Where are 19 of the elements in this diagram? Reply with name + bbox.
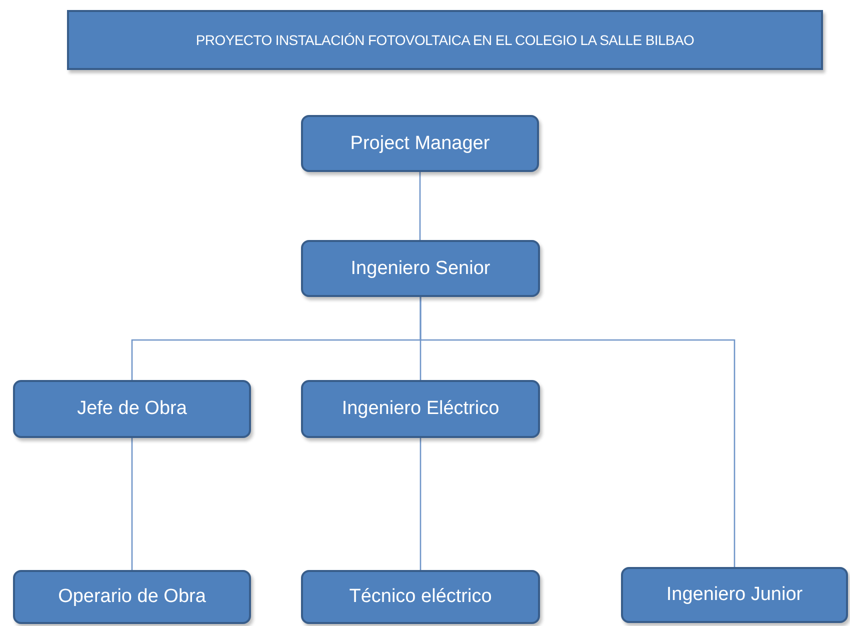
- connector-line: [420, 297, 736, 567]
- role-label: Ingeniero Senior: [350, 258, 490, 280]
- role-box: [301, 380, 540, 438]
- role-box: [301, 115, 539, 172]
- role-label: Project Manager: [350, 132, 490, 154]
- role-label: Operario de Obra: [58, 586, 206, 608]
- role-box: [301, 570, 540, 624]
- role-label: Técnico eléctrico: [349, 586, 492, 608]
- role-label: Ingeniero Eléctrico: [342, 398, 500, 420]
- role-label: Jefe de Obra: [77, 398, 187, 420]
- role-box: [13, 570, 251, 624]
- role-box: [621, 567, 848, 623]
- role-box: [13, 380, 251, 438]
- connector-line: [131, 438, 133, 570]
- role-label: Ingeniero Junior: [666, 584, 803, 606]
- connector-line: [420, 438, 422, 570]
- role-box: [301, 240, 540, 297]
- connector-line: [419, 172, 421, 240]
- title-banner: PROYECTO INSTALACIÓN FOTOVOLTAICA EN EL COLEGIO LA SALLE BILBAO: [67, 10, 823, 70]
